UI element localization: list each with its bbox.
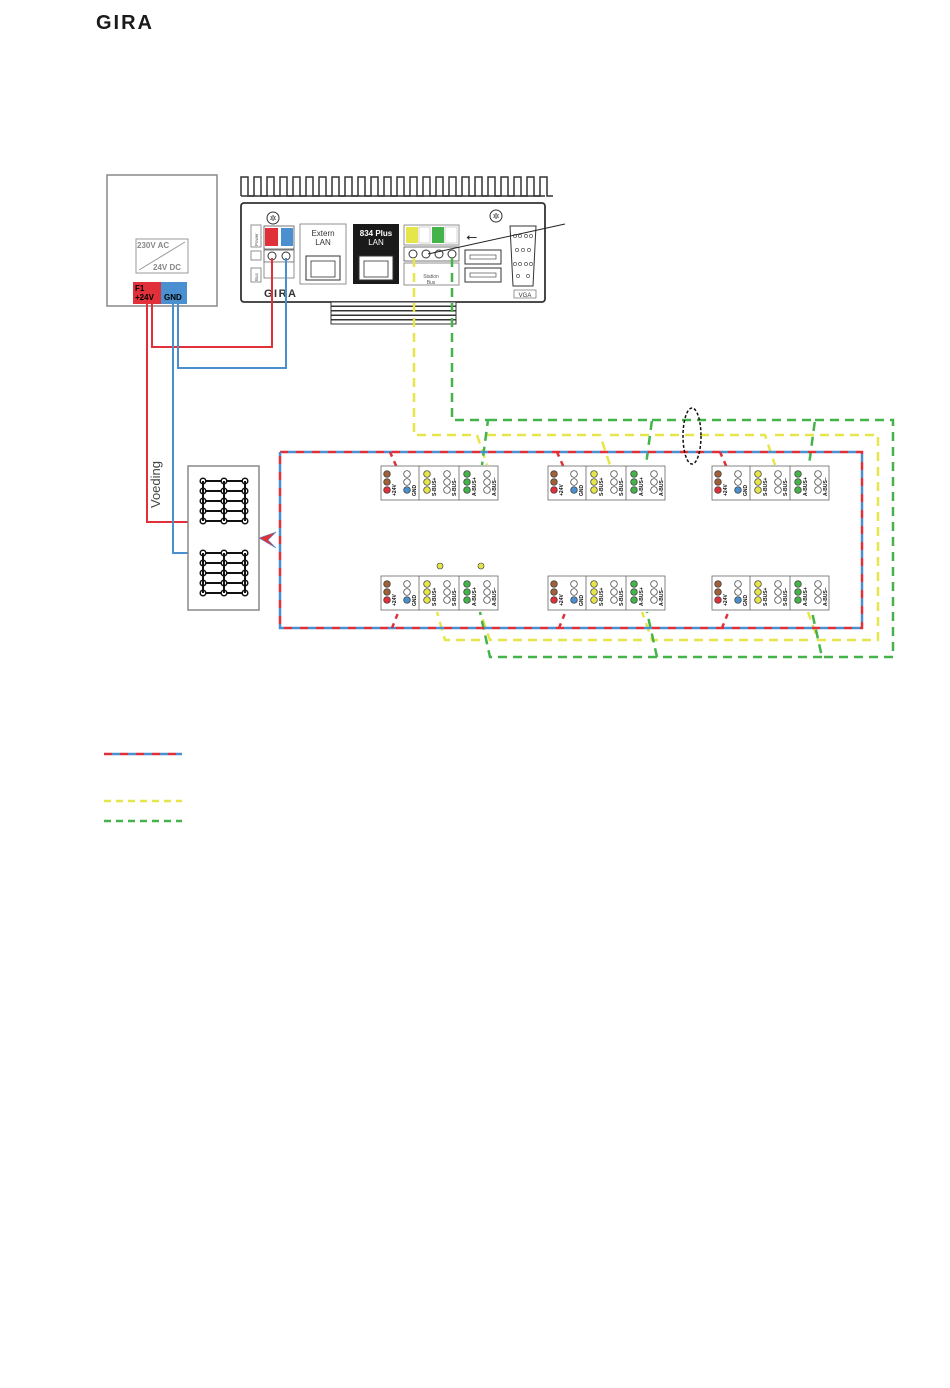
- gira-logo: GIRA: [96, 12, 154, 34]
- vga-port: [509, 225, 537, 287]
- extern-lan-line1: Extern: [311, 229, 334, 238]
- station-module-terminal-label: S-BUS–: [452, 477, 458, 496]
- distribution-label: Voeding: [148, 461, 163, 508]
- distribution-block: Voeding: [148, 461, 277, 611]
- bus-label: Bus: [254, 272, 259, 281]
- station-module-terminal-label: A-BUS–: [823, 587, 829, 606]
- station-module-terminal-label: A-BUS–: [492, 477, 498, 496]
- station-module-terminal-label: S-BUS–: [452, 587, 458, 606]
- legend: [104, 752, 182, 823]
- station-module-terminal-label: S-BUS+: [763, 587, 769, 606]
- station-module-terminal-label: +24V: [723, 484, 729, 496]
- svg-text:✲: ✲: [493, 212, 500, 221]
- station-module-terminal-label: S-BUS–: [783, 477, 789, 496]
- station-module: +24V GND S-BUS+ S-BUS– A-BUS+ A-BUS–: [547, 575, 666, 611]
- station-module-terminal-label: A-BUS+: [639, 477, 645, 496]
- station-module-terminal-label: S-BUS+: [432, 587, 438, 606]
- svg-text:✲: ✲: [270, 214, 277, 223]
- station-module-terminal-label: A-BUS–: [492, 587, 498, 606]
- psu-gnd-label: GND: [164, 293, 182, 302]
- station-module-terminal-label: A-BUS+: [472, 477, 478, 496]
- station-module-terminal-label: A-BUS–: [659, 477, 665, 496]
- psu-plus-label: +24V: [135, 293, 155, 302]
- power-label: Power: [254, 233, 259, 246]
- station-module: +24V GND S-BUS+ S-BUS– A-BUS+ A-BUS–: [380, 465, 499, 501]
- station-bus-line1: Station: [423, 274, 439, 280]
- station-module-terminal-label: +24V: [392, 484, 398, 496]
- bus-cables: [278, 258, 895, 659]
- station-module-terminal-label: +24V: [723, 594, 729, 606]
- station-module-terminal-label: +24V: [392, 594, 398, 606]
- station-module-terminal-label: A-BUS–: [823, 477, 829, 496]
- station-module: +24V GND S-BUS+ S-BUS– A-BUS+ A-BUS–: [547, 465, 666, 501]
- station-module-terminal-label: A-BUS+: [803, 587, 809, 606]
- screw-icon: [266, 211, 280, 225]
- station-module-terminal-label: +24V: [559, 484, 565, 496]
- usb-icon: ⭠: [466, 228, 477, 244]
- station-module: +24V GND S-BUS+ S-BUS– A-BUS+ A-BUS–: [711, 575, 830, 611]
- station-module-terminal-label: A-BUS+: [803, 477, 809, 496]
- station-module-terminal-label: S-BUS–: [783, 587, 789, 606]
- station-module-terminal-label: +24V: [559, 594, 565, 606]
- station-modules: +24V GND S-BUS+ S-BUS– A-BUS+ A-BUS– +24V GND S-…: [380, 465, 830, 611]
- power-supply: 230V AC 24V DC F1 +24V GND: [106, 174, 218, 307]
- station-module-terminal-label: A-BUS+: [472, 587, 478, 606]
- psu-input-label: 230V AC: [137, 241, 169, 250]
- station-bus-line2: Bus: [427, 280, 436, 286]
- station-module: +24V GND S-BUS+ S-BUS– A-BUS+ A-BUS–: [711, 465, 830, 501]
- station-module: +24V GND S-BUS+ S-BUS– A-BUS+ A-BUS–: [380, 575, 499, 611]
- station-module-terminal-label: S-BUS+: [599, 477, 605, 496]
- station-module-terminal-label: GND: [412, 485, 418, 497]
- extern-lan-line2: LAN: [315, 238, 331, 247]
- station-module-terminal-label: GND: [579, 485, 585, 497]
- station-module-terminal-label: S-BUS+: [432, 477, 438, 496]
- station-module-terminal-label: GND: [579, 595, 585, 607]
- server-brand: GIRA: [264, 288, 298, 300]
- station-module-terminal-label: GND: [743, 485, 749, 497]
- station-module-terminal-label: GND: [412, 595, 418, 607]
- vga-label: VGA: [519, 293, 532, 299]
- plus-lan-line1: 834 Plus: [360, 229, 393, 238]
- cable-bundle-marker: [682, 407, 702, 465]
- station-module-terminal-label: S-BUS–: [619, 477, 625, 496]
- psu-output-label: 24V DC: [153, 263, 181, 272]
- station-module-terminal-label: A-BUS+: [639, 587, 645, 606]
- station-module-terminal-label: A-BUS–: [659, 587, 665, 606]
- terminal-markers: [436, 562, 485, 570]
- psu-f1-label: F1: [135, 284, 145, 293]
- station-module-terminal-label: S-BUS+: [599, 587, 605, 606]
- station-module-terminal-label: GND: [743, 595, 749, 607]
- station-module-terminal-label: S-BUS+: [763, 477, 769, 496]
- power-wires: [146, 258, 287, 554]
- plus-lan-line2: LAN: [368, 238, 384, 247]
- station-module-terminal-label: S-BUS–: [619, 587, 625, 606]
- screw-icon: [489, 209, 503, 223]
- server-device: ✲ ✲ Power Bus GIRA Extern LAN 834 Plus L…: [240, 176, 566, 325]
